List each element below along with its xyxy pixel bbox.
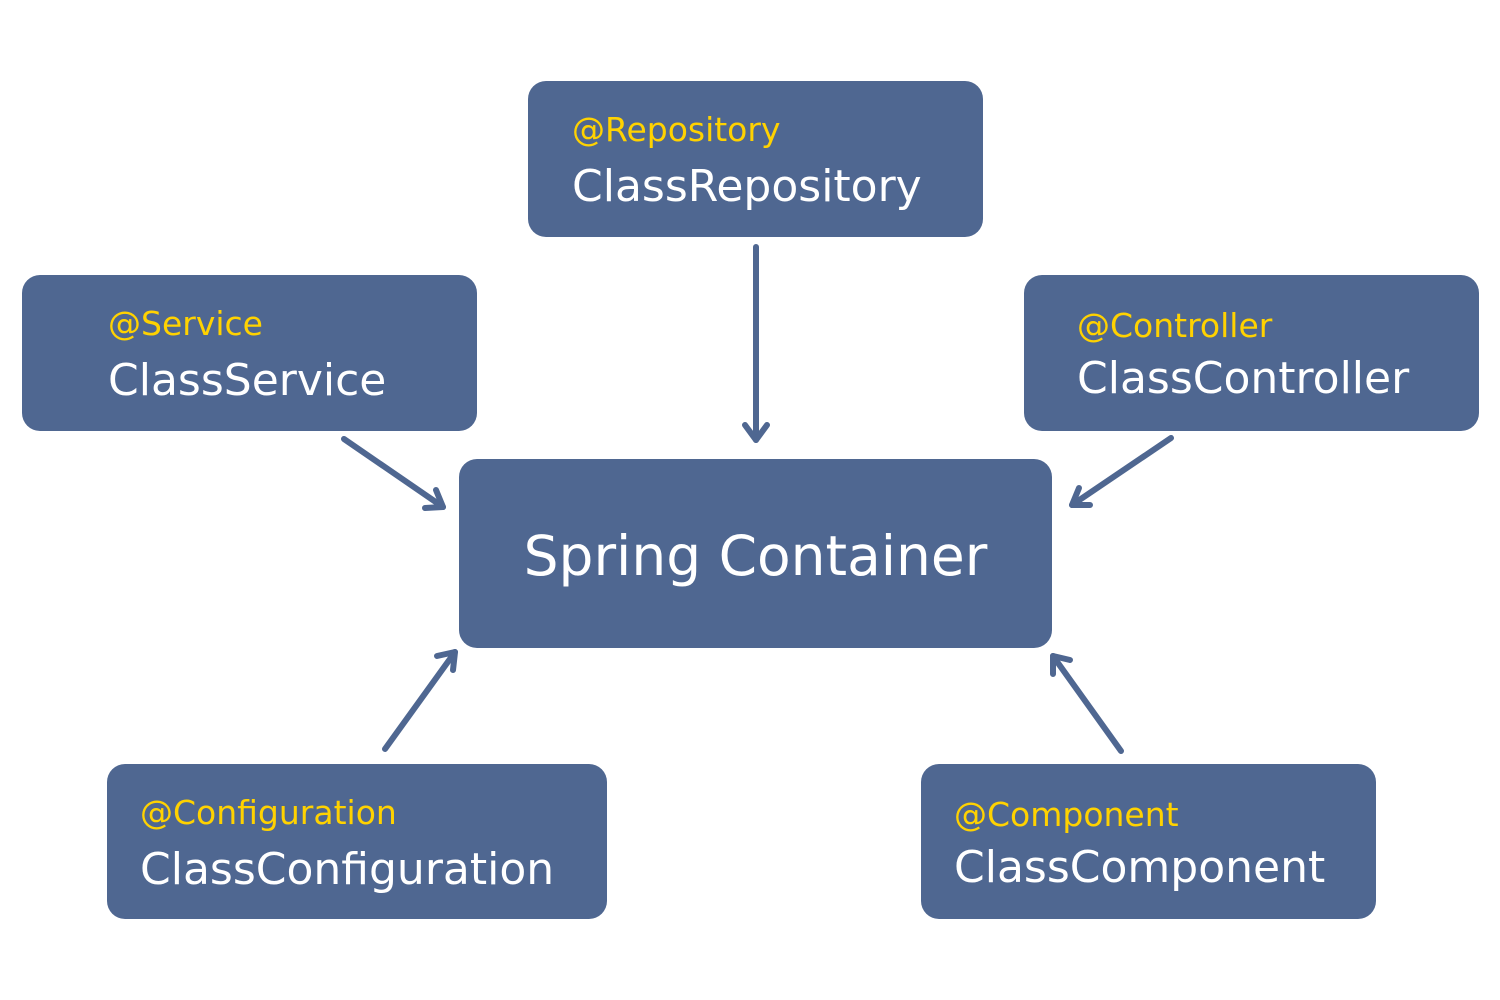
arrow-controller-to-container: [1069, 435, 1174, 508]
repository-node: @Repository ClassRepository: [528, 81, 983, 237]
arrow-repository-to-container: [742, 244, 770, 443]
service-node: @Service ClassService: [22, 275, 477, 431]
controller-annotation: @Controller: [1077, 306, 1273, 345]
arrow-configuration-to-container: [382, 649, 458, 752]
configuration-class-name: ClassConfiguration: [140, 844, 555, 895]
repository-class-name: ClassRepository: [572, 161, 922, 212]
arrow-service-to-container: [341, 436, 446, 511]
configuration-node: @Configuration ClassConfiguration: [107, 764, 607, 919]
arrow-component-to-container: [1050, 653, 1124, 754]
spring-container-label: Spring Container: [523, 524, 988, 588]
component-node: @Component ClassComponent: [921, 764, 1376, 919]
service-annotation: @Service: [108, 304, 263, 343]
service-class-name: ClassService: [108, 355, 387, 406]
spring-container-node: Spring Container: [459, 459, 1052, 648]
controller-node: @Controller ClassController: [1024, 275, 1479, 431]
component-annotation: @Component: [954, 795, 1179, 834]
component-class-name: ClassComponent: [954, 842, 1326, 893]
controller-class-name: ClassController: [1077, 353, 1410, 404]
configuration-annotation: @Configuration: [140, 793, 397, 832]
repository-annotation: @Repository: [572, 110, 781, 149]
